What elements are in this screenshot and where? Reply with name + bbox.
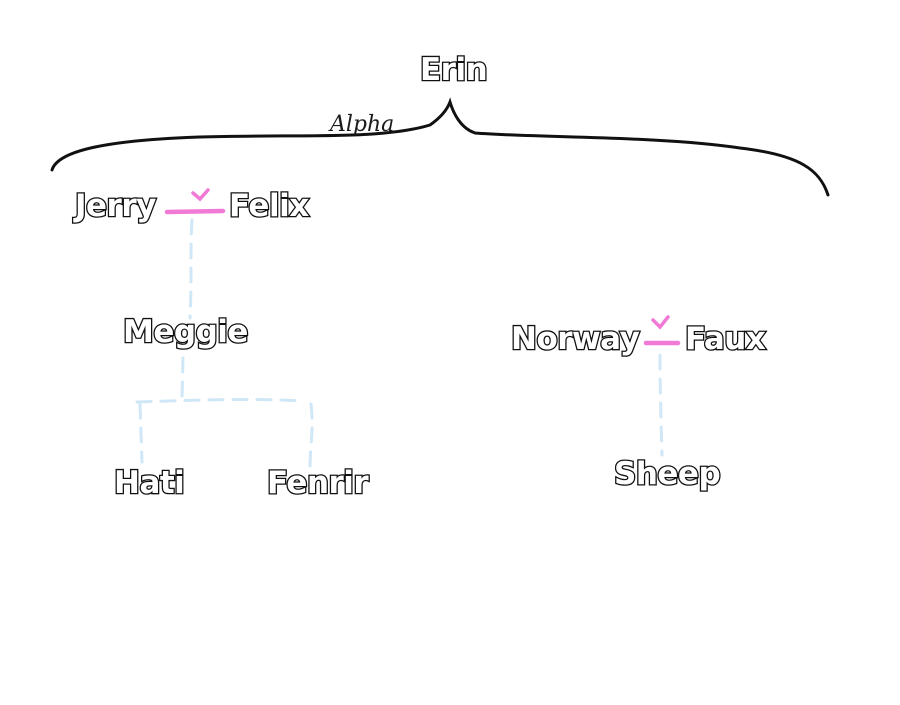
heart-mark-norway-faux <box>651 315 670 330</box>
node-hati: Hati <box>113 465 186 501</box>
link-jerry-felix-to-meggie <box>188 218 194 320</box>
node-norway: Norway <box>510 321 641 357</box>
node-sheep: Sheep <box>613 456 722 492</box>
bracket-label: Alpha <box>328 112 394 137</box>
node-jerry: Jerry <box>74 188 158 224</box>
heart-mark-jerry-felix <box>191 188 210 202</box>
node-faux: Faux <box>684 321 767 357</box>
alpha-bracket <box>50 97 830 197</box>
link-norway-faux-to-sheep <box>658 353 664 457</box>
node-meggie: Meggie <box>122 314 250 350</box>
descent-lines <box>135 218 664 470</box>
node-felix: Felix <box>228 188 311 224</box>
link-sibling-bar <box>135 397 305 404</box>
link-meggie-down <box>180 356 185 402</box>
node-erin: Erin <box>419 52 489 88</box>
node-fenrir: Fenrir <box>266 465 370 501</box>
link-to-hati <box>138 402 144 464</box>
link-to-fenrir <box>308 402 314 470</box>
marriage-line-jerry-felix <box>164 208 226 215</box>
